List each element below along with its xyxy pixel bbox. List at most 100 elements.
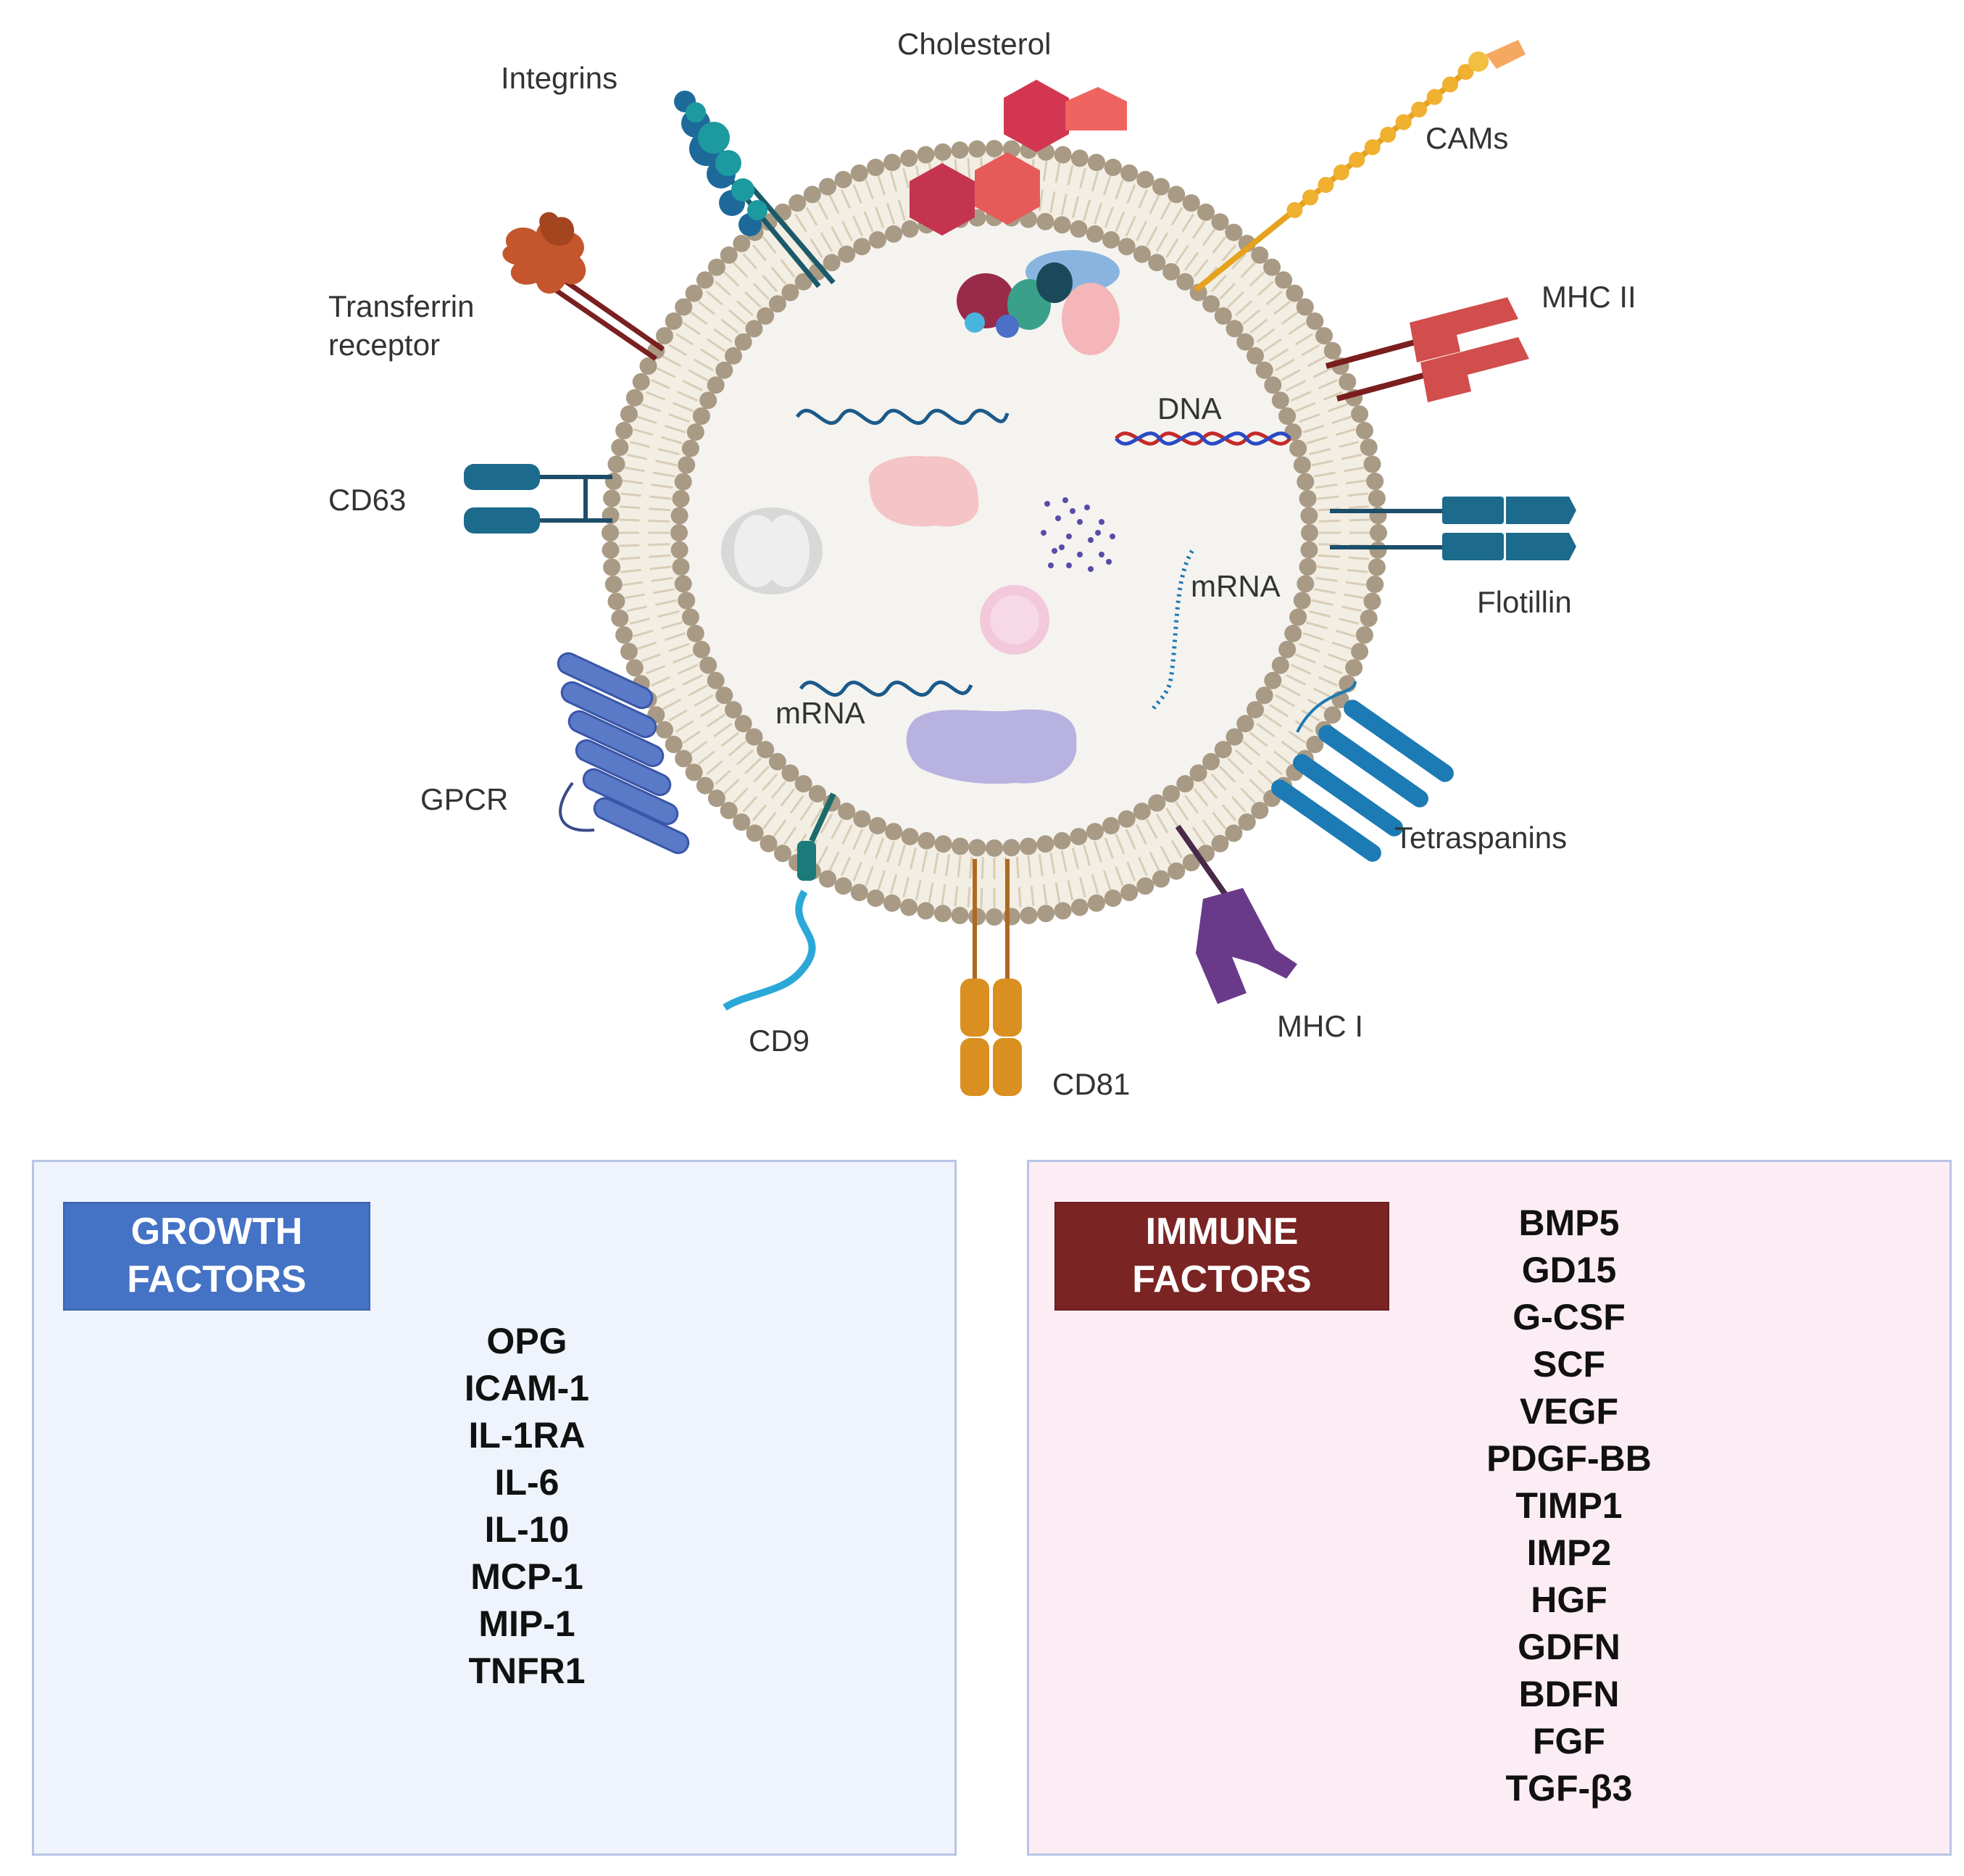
label-mrna-right: mRNA <box>1191 569 1281 603</box>
lipid-tail <box>733 262 749 278</box>
lipid-tail <box>1294 333 1314 346</box>
lipid-tail <box>1202 819 1216 837</box>
lipid-tail <box>1137 856 1149 876</box>
lipid-tail <box>1145 818 1158 839</box>
lipid-tail <box>1318 543 1341 547</box>
lipid-tail <box>1281 740 1299 755</box>
lipid-head <box>1086 823 1104 841</box>
lipid-tail <box>954 886 959 907</box>
lipid-tail <box>1212 236 1227 254</box>
lipid-tail <box>1317 565 1339 570</box>
lipid-tail <box>1257 281 1274 296</box>
lipid-tail <box>1299 642 1320 652</box>
lipid-tail <box>1136 220 1147 241</box>
lipid-tail <box>783 826 797 845</box>
lipid-head <box>1355 626 1373 644</box>
lipid-tail <box>1060 194 1068 216</box>
lipid-tail <box>1294 402 1316 412</box>
lipid-tail <box>653 588 675 594</box>
lipid-head <box>1264 671 1282 689</box>
lipid-head <box>1202 295 1220 313</box>
lipid-head <box>1345 659 1363 677</box>
lipid-tail <box>1126 184 1136 204</box>
cam-bead <box>1286 202 1303 218</box>
lipid-head <box>1120 884 1139 902</box>
lipid-head <box>1225 223 1243 241</box>
lipid-tail <box>828 194 840 215</box>
lipid-head <box>674 473 692 491</box>
immune-header-line1: IMMUNE <box>1145 1211 1299 1253</box>
lipid-tail <box>742 253 758 270</box>
molecule-dot <box>1059 544 1065 550</box>
lipid-head <box>1036 212 1054 231</box>
lipid-head <box>768 295 786 313</box>
lipid-head <box>838 245 856 263</box>
lipid-head <box>1306 736 1324 753</box>
lipid-tail <box>805 207 818 226</box>
lipid-tail <box>852 829 864 850</box>
lipid-tail <box>661 436 683 444</box>
label-cd9: CD9 <box>749 1024 810 1058</box>
lipid-tail <box>646 391 666 401</box>
lipid-tail <box>648 543 670 547</box>
lipid-head <box>885 225 903 243</box>
lipid-head <box>725 701 742 719</box>
lipid-head <box>665 736 683 753</box>
lipid-tail <box>1275 694 1295 707</box>
lipid-head <box>986 908 1003 926</box>
lipid-head <box>1293 456 1311 474</box>
lipid-head <box>1176 273 1194 291</box>
lipid-tail <box>1348 505 1369 510</box>
lipid-tail <box>699 348 720 362</box>
exosome-diagram: Integrins Cholesterol CAMs Transferrin r… <box>328 27 1636 1101</box>
lipid-tail <box>915 879 922 901</box>
lipid-tail <box>1299 413 1320 423</box>
lipid-tail <box>889 171 898 192</box>
lipid-tail <box>1137 189 1149 209</box>
lipid-head <box>611 439 629 457</box>
lipid-tail <box>1318 554 1340 558</box>
lipid-head <box>1289 608 1307 626</box>
lipid-tail <box>1104 207 1114 228</box>
list-item: HGF <box>1531 1580 1607 1620</box>
lipid-droplet-icon <box>868 456 979 527</box>
lipid-head <box>883 894 901 912</box>
list-item: IL-1RA <box>468 1415 586 1456</box>
lipid-tail <box>1301 344 1320 357</box>
lipid-head <box>1355 422 1373 439</box>
lipid-tail <box>1306 436 1328 444</box>
lipid-tail <box>1331 641 1352 650</box>
lipid-tail <box>1249 318 1268 334</box>
lipid-head <box>665 312 683 330</box>
lipid-head <box>715 686 733 705</box>
molecule-dot <box>1077 552 1083 557</box>
lipid-head <box>1088 154 1105 172</box>
cam-bead <box>1333 164 1349 180</box>
vesicle-icon <box>980 585 1049 655</box>
lipid-head <box>620 405 638 423</box>
lipid-tail <box>1344 593 1365 599</box>
lipid-tail <box>1234 749 1253 765</box>
list-item: TIMP1 <box>1515 1485 1623 1526</box>
lipid-tail <box>1093 841 1103 863</box>
lipid-head <box>707 789 725 808</box>
lipid-head <box>1182 854 1200 871</box>
lipid-head <box>620 642 638 660</box>
lipid-head <box>1054 902 1072 920</box>
lipid-tail <box>1312 687 1333 699</box>
lipid-head <box>757 741 775 759</box>
lipid-head <box>834 170 852 188</box>
lipid-head <box>675 298 693 316</box>
growth-factors-list: OPG ICAM-1 IL-1RA IL-6 IL-10 MCP-1 MIP-1… <box>367 1318 686 1695</box>
lipid-tail <box>1311 599 1333 606</box>
lipid-tail <box>1210 274 1227 293</box>
lipid-tail <box>744 291 762 308</box>
lipid-head <box>1202 752 1220 771</box>
lipid-head <box>1306 312 1324 330</box>
lipid-head <box>733 813 751 831</box>
lipid-head <box>692 641 710 658</box>
lipid-tail <box>1054 162 1061 183</box>
lipid-tail <box>1294 720 1314 733</box>
lipid-head <box>917 146 935 164</box>
lipid-tail <box>1307 698 1327 710</box>
